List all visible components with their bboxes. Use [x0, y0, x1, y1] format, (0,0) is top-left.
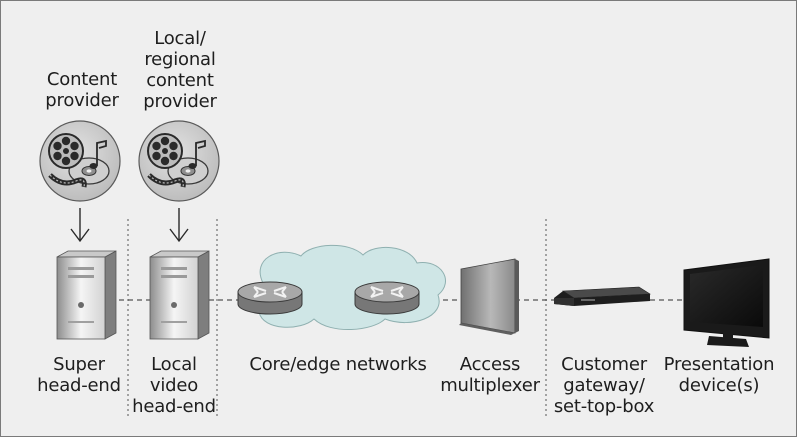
label-line: device(s)	[678, 375, 760, 396]
label-line: regional	[144, 49, 216, 70]
core-edge-networks-label: Core/edge networks	[233, 354, 443, 375]
content-provider-icon	[40, 121, 120, 201]
local-provider-icon	[139, 121, 219, 201]
label-line: Super	[53, 354, 105, 375]
label-line: Customer	[561, 354, 647, 375]
label-line: Local/	[154, 28, 206, 49]
label-line: multiplexer	[440, 375, 540, 396]
local-head-end-server-icon	[149, 250, 210, 340]
label-line: content	[146, 70, 214, 91]
label-line: Presentation	[663, 354, 775, 375]
router-icon	[237, 281, 303, 315]
tv-icon	[683, 258, 770, 347]
label-line: video	[149, 375, 199, 396]
label-line: set-top-box	[553, 396, 655, 417]
label-line: Access	[459, 354, 521, 375]
label-line: head-end	[132, 396, 216, 417]
super-head-end-server-icon	[56, 250, 117, 340]
access-multiplexer-label: Access multiplexer	[432, 354, 548, 396]
super-head-end-label: Super head-end	[27, 354, 131, 396]
content-provider-label: Content provider	[33, 69, 131, 111]
router-icon	[354, 281, 420, 315]
label-line: provider	[45, 90, 119, 111]
label-line: head-end	[37, 375, 121, 396]
label-line: Local	[151, 354, 197, 375]
arrow-icon	[169, 208, 189, 243]
presentation-devices-label: Presentation device(s)	[655, 354, 783, 396]
local-regional-provider-label: Local/ regional content provider	[130, 28, 230, 112]
label-line: gateway/	[563, 375, 645, 396]
local-video-head-end-label: Local video head-end	[129, 354, 219, 417]
label-line: Content	[46, 69, 118, 90]
customer-gateway-label: Customer gateway/ set-top-box	[548, 354, 660, 417]
label-line: Core/edge networks	[249, 354, 427, 375]
access-multiplexer-icon	[459, 258, 519, 335]
arrow-icon	[70, 208, 90, 243]
set-top-box-icon	[554, 286, 651, 306]
label-line: provider	[143, 91, 217, 112]
